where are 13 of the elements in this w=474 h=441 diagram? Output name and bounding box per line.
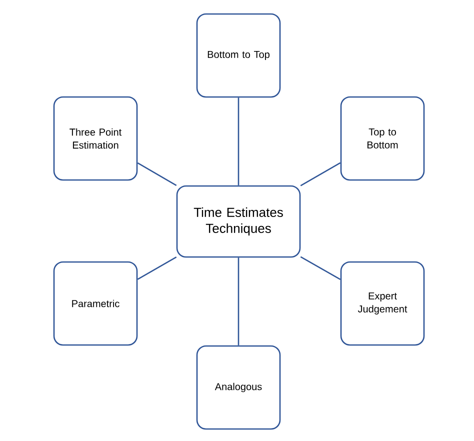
connector-line: [300, 256, 341, 280]
process-box: Parametric: [53, 261, 138, 346]
process-box: Analogous: [196, 345, 281, 430]
connector-line: [137, 256, 177, 280]
connector-line: [238, 98, 240, 186]
connector-line: [300, 162, 341, 186]
process-box: Bottom to Top: [196, 13, 281, 98]
process-box: Time Estimates Techniques: [176, 185, 301, 258]
process-box: Top to Bottom: [340, 96, 425, 181]
connector-line: [238, 258, 240, 346]
process-box: Three Point Estimation: [53, 96, 138, 181]
connector-line: [137, 162, 177, 186]
process-box: Expert Judgement: [340, 261, 425, 346]
